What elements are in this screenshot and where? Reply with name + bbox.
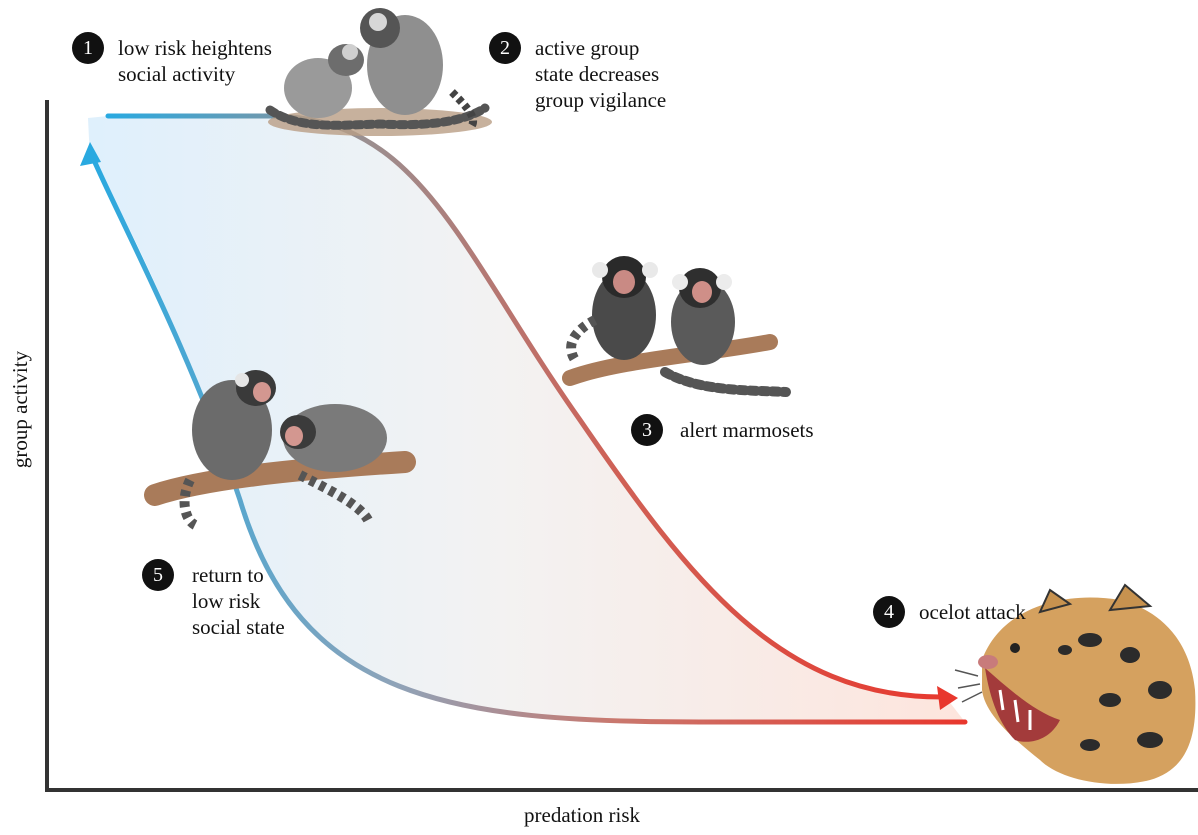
step-5-line-1: return to — [192, 563, 264, 587]
step-3-line-1: alert marmosets — [680, 418, 814, 442]
step-3-badge: 3 — [631, 414, 663, 446]
arrowhead-to-ocelot — [937, 686, 958, 710]
step-4-badge: 4 — [873, 596, 905, 628]
ocelot-illustration — [954, 583, 1196, 784]
grooming-marmosets-illustration — [265, 8, 492, 136]
step-1-line-2: social activity — [118, 62, 236, 86]
arrowhead-to-low-risk — [80, 142, 101, 166]
step-5-line-2: low risk — [192, 589, 261, 613]
step-2-line-3: group vigilance — [535, 88, 667, 112]
step-4-line-1: ocelot attack — [919, 600, 1026, 624]
step-1-badge: 1 — [72, 32, 104, 64]
y-axis-label: group activity — [8, 350, 33, 469]
step-1-line-1: low risk heightens — [118, 36, 272, 60]
step-2-line-1: active group — [535, 36, 640, 60]
step-5-line-3: social state — [192, 615, 285, 639]
resting-marmosets-illustration — [144, 370, 416, 530]
step-5-badge: 5 — [142, 559, 174, 591]
top-curve — [105, 113, 943, 700]
bottom-curve — [90, 155, 968, 725]
x-axis-label: predation risk — [524, 803, 641, 827]
step-2-line-2: state decreases — [535, 62, 660, 86]
risk-cycle-area — [88, 116, 965, 722]
alert-marmosets-illustration — [562, 256, 791, 397]
step-2-badge: 2 — [489, 32, 521, 64]
